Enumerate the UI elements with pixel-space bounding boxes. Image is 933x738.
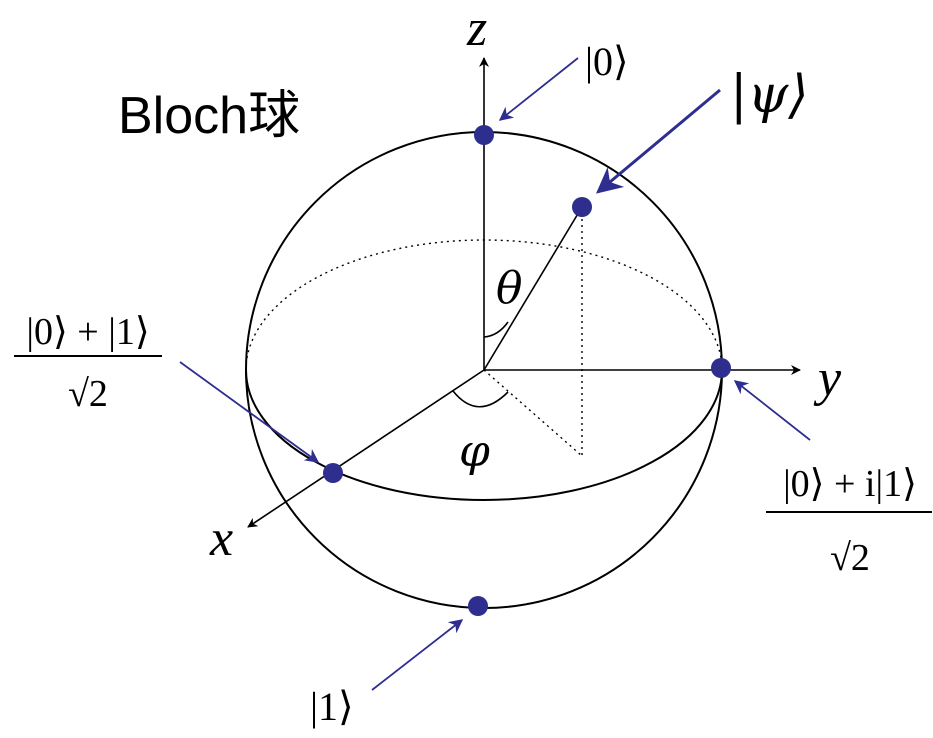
label-one: |1⟩ — [310, 684, 354, 729]
point-plus-x — [323, 463, 343, 483]
point-one — [468, 596, 488, 616]
label-plus-x-denominator: √2 — [68, 373, 108, 415]
phi-arc — [452, 390, 509, 408]
label-plus-y-denominator: √2 — [830, 537, 870, 579]
pointer-psi — [596, 88, 721, 194]
point-plus-y — [711, 358, 731, 378]
z-axis-label: z — [466, 0, 487, 57]
pointer-plus-x — [179, 361, 320, 463]
x-axis-label: x — [209, 510, 233, 567]
label-plus-y-numerator: |0⟩ + i|1⟩ — [783, 463, 917, 505]
label-zero: |0⟩ — [585, 39, 629, 84]
pointer-zero — [498, 57, 579, 121]
pointer-plus-y — [733, 380, 811, 441]
y-axis-label: y — [813, 350, 842, 407]
label-psi: |ψ⟩ — [730, 65, 809, 125]
psi-projection-equatorial — [483, 369, 583, 457]
label-plus-x-numerator: |0⟩ + |1⟩ — [26, 311, 149, 353]
theta-label: θ — [496, 263, 523, 314]
point-zero — [474, 125, 494, 145]
point-psi — [572, 197, 592, 217]
pointer-one — [371, 619, 464, 691]
phi-label: φ — [459, 426, 490, 477]
psi-vector — [483, 206, 583, 371]
theta-arc — [483, 321, 509, 338]
diagram-title: Bloch球 — [118, 87, 300, 145]
x-axis — [247, 369, 485, 528]
